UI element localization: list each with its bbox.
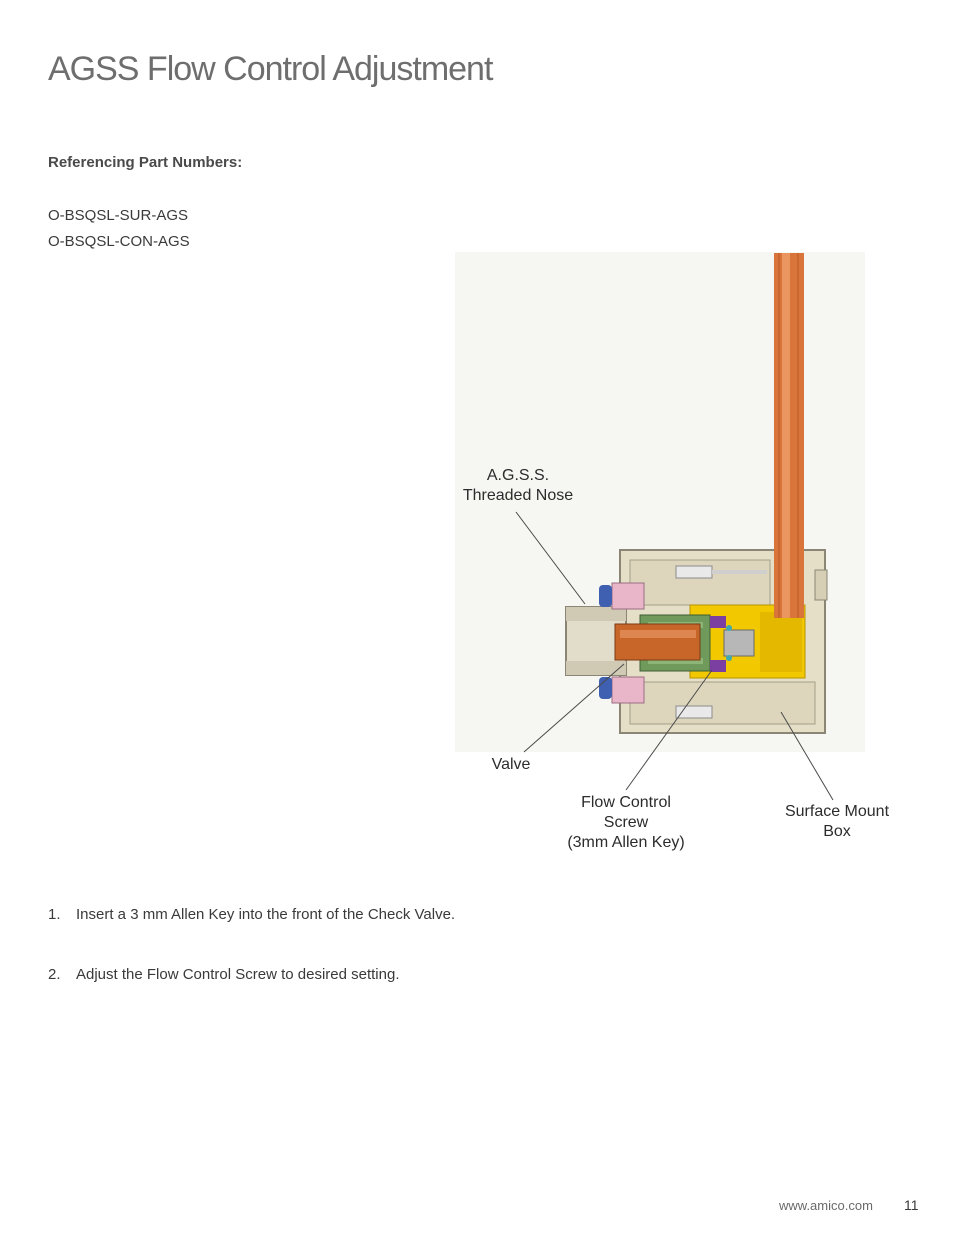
callout-surface-mount-box: Surface Mount Box	[772, 802, 902, 842]
agss-cross-section-illustration	[455, 252, 865, 801]
step-1-number: 1.	[48, 906, 61, 923]
part-number-2: O-BSQSL-CON-AGS	[48, 233, 190, 250]
lower-screw	[675, 705, 713, 719]
nut-lower	[611, 676, 645, 704]
brass-core-shade	[760, 612, 802, 672]
purple-ring-lower	[710, 660, 726, 672]
leader-threaded-nose	[515, 511, 586, 605]
step-2-number: 2.	[48, 966, 61, 983]
reference-heading: Referencing Part Numbers:	[48, 154, 243, 171]
callout-threaded-nose-line2: Threaded Nose	[462, 487, 574, 504]
upper-screw	[675, 565, 713, 579]
oring-upper	[599, 585, 612, 607]
box-inner-lower	[629, 681, 816, 725]
callout-flow-line1: Flow Control	[581, 794, 671, 811]
flow-control-screw	[723, 629, 755, 657]
nut-upper	[611, 582, 645, 610]
callout-flow-line3: (3mm Allen Key)	[567, 834, 685, 851]
page-number: 11	[904, 1197, 919, 1213]
callout-box-line1: Surface Mount	[784, 803, 890, 820]
leader-surface-mount	[780, 711, 834, 801]
part-number-1: O-BSQSL-SUR-AGS	[48, 207, 189, 224]
step-2: 2. Adjust the Flow Control Screw to desir…	[48, 966, 399, 983]
copper-pipe-highlight	[782, 253, 790, 618]
footer-url: www.amico.com	[779, 1198, 873, 1213]
check-valve	[614, 623, 701, 661]
purple-ring-upper	[710, 616, 726, 628]
box-side-right	[814, 569, 828, 601]
page-title: AGSS Flow Control Adjustment	[48, 50, 493, 88]
callout-flow-control-screw: Flow Control Screw (3mm Allen Key)	[556, 793, 696, 853]
step-2-text: Adjust the Flow Control Screw to desired…	[76, 966, 400, 983]
leader-flow-control	[625, 669, 713, 791]
leader-valve	[523, 663, 625, 753]
callout-threaded-nose: A.G.S.S. Threaded Nose	[450, 466, 586, 506]
step-1: 1. Insert a 3 mm Allen Key into the front…	[48, 906, 455, 923]
callout-threaded-nose-line1: A.G.S.S.	[486, 467, 550, 484]
callout-box-line2: Box	[823, 823, 851, 840]
callout-valve: Valve	[491, 756, 531, 773]
callout-flow-line2: Screw	[603, 814, 649, 831]
step-1-text: Insert a 3 mm Allen Key into the front o…	[76, 906, 456, 923]
